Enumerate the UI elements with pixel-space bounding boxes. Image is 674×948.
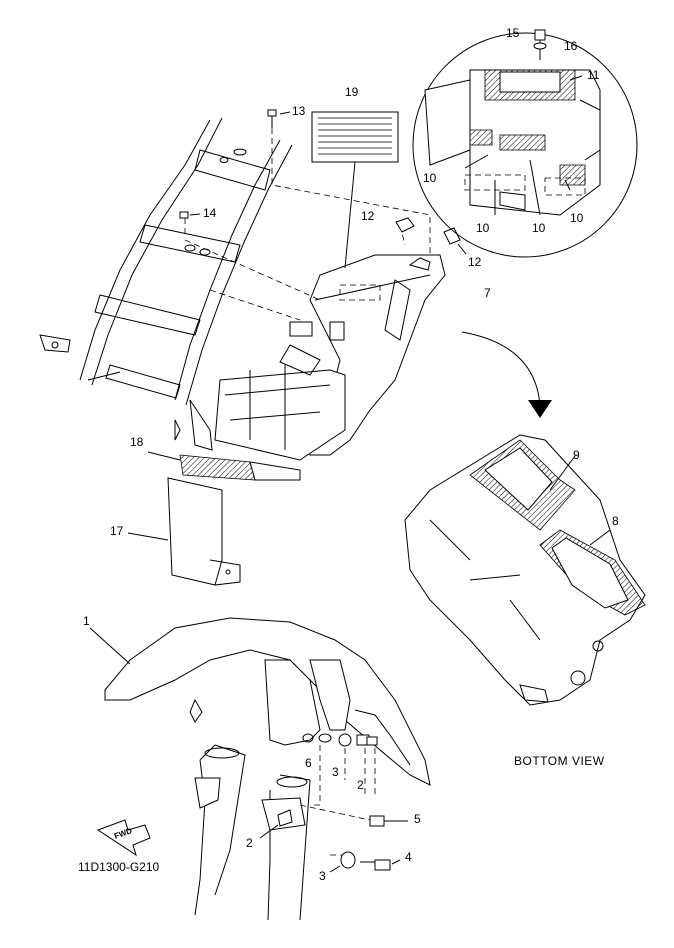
flap-17 [127, 477, 241, 586]
callout-2b: 2 [246, 836, 253, 850]
callout-6: 6 [305, 756, 312, 770]
callout-1: 1 [83, 614, 90, 628]
bottom-view-fender [404, 434, 646, 706]
callout-10a: 10 [423, 171, 437, 185]
front-fender [89, 617, 431, 786]
callout-9: 9 [573, 448, 580, 462]
callout-18: 18 [130, 435, 144, 449]
bolt-13 [267, 109, 291, 128]
callout-8: 8 [612, 514, 619, 528]
front-fork [194, 744, 311, 921]
callout-14: 14 [203, 206, 217, 220]
callout-4: 4 [405, 850, 412, 864]
callout-13: 13 [292, 104, 306, 118]
callout-12b: 12 [468, 255, 482, 269]
callout-10c: 10 [532, 221, 546, 235]
callout-3a: 3 [332, 765, 339, 779]
callout-12a: 12 [361, 209, 375, 223]
drawing-code: 11D1300-G210 [78, 860, 160, 874]
fwd-arrow-icon [96, 819, 151, 857]
flap-18 [147, 451, 301, 481]
callout-5: 5 [414, 812, 421, 826]
callout-7: 7 [484, 286, 491, 300]
callout-17: 17 [110, 524, 124, 538]
callout-10d: 10 [570, 211, 584, 225]
callout-15: 15 [506, 26, 520, 40]
bottom-view-caption: BOTTOM VIEW [514, 754, 605, 768]
caution-label [311, 111, 399, 269]
bolt-14 [179, 211, 201, 219]
callout-16: 16 [564, 39, 578, 53]
callout-11: 11 [587, 68, 600, 82]
callout-2a: 2 [357, 778, 364, 792]
callout-10b: 10 [476, 221, 490, 235]
front-fender-hardware [259, 733, 408, 873]
bottom-view-arrow [461, 331, 552, 418]
detail-circle [412, 29, 638, 258]
rear-fender-assembly [214, 254, 446, 461]
nut-12-left [395, 217, 415, 233]
callout-19: 19 [345, 85, 359, 99]
callout-3b: 3 [319, 869, 326, 883]
